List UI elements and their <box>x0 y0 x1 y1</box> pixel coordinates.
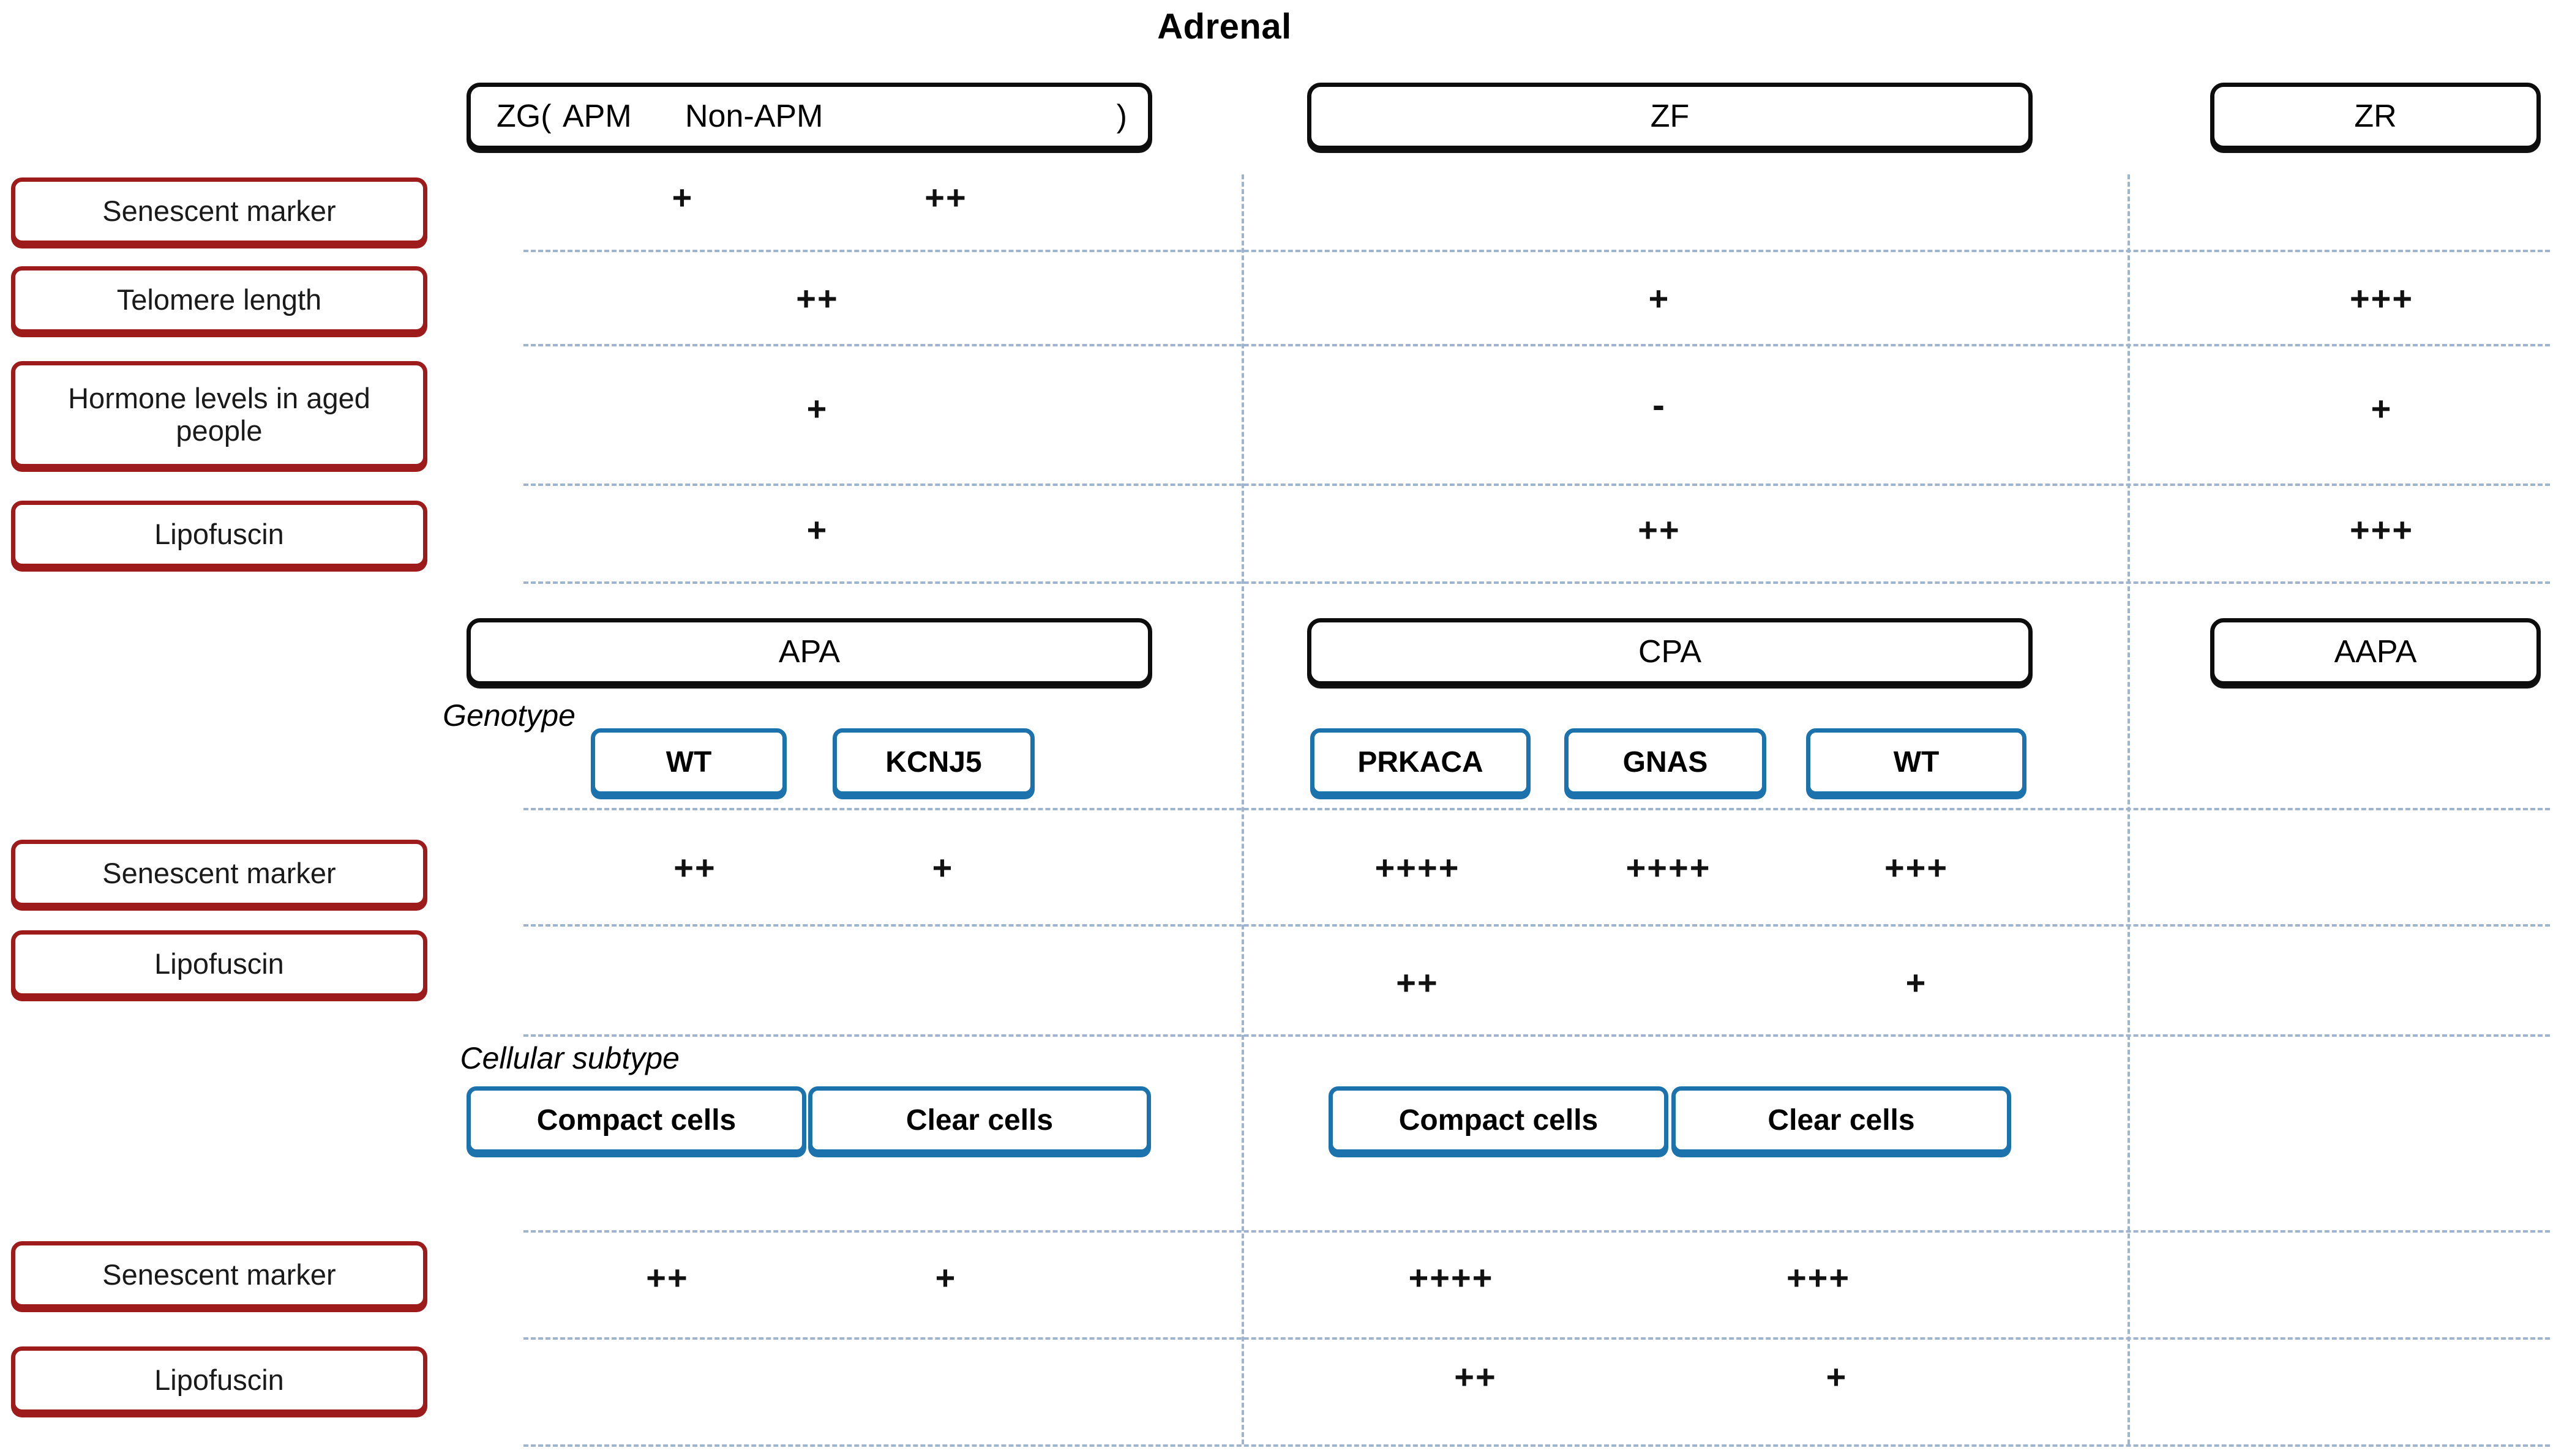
value-zone-senescent-zg-apm: + <box>672 178 694 217</box>
grid-hrule <box>523 581 2550 584</box>
value-geno-senescent-apa-kcnj5: + <box>932 848 954 887</box>
tumor-header-cpa[interactable]: CPA <box>1307 618 2033 685</box>
grid-hrule <box>523 808 2550 810</box>
grid-hrule <box>523 483 2550 486</box>
value-zone-hormone-zf: - <box>1652 384 1666 425</box>
caption-cellular-subtype: Cellular subtype <box>460 1041 680 1075</box>
genotype-box-cpa-wt[interactable]: WT <box>1806 728 2026 796</box>
zone-header-zg[interactable]: ZG( APM Non-APM ) <box>467 83 1152 150</box>
value-zone-lipofuscin-zf: ++ <box>1638 510 1681 549</box>
subtype-box-apa-clear-cells[interactable]: Clear cells <box>808 1086 1151 1154</box>
zone-header-zf[interactable]: ZF <box>1307 83 2033 150</box>
tumor-header-aapa[interactable]: AAPA <box>2210 618 2541 685</box>
grid-hrule <box>523 250 2550 252</box>
row-label-telomere-length[interactable]: Telomere length <box>11 266 427 334</box>
value-zone-lipofuscin-zg: + <box>806 510 828 549</box>
genotype-box-cpa-prkaca[interactable]: PRKACA <box>1310 728 1531 796</box>
subtype-box-apa-compact-cells[interactable]: Compact cells <box>467 1086 806 1154</box>
grid-hrule <box>523 1230 2550 1233</box>
subtype-box-cpa-compact-cells[interactable]: Compact cells <box>1329 1086 1668 1154</box>
genotype-box-apa-wt[interactable]: WT <box>591 728 787 796</box>
row-label-hormone-levels[interactable]: Hormone levels in aged people <box>11 361 427 468</box>
value-geno-senescent-cpa-prkaca: ++++ <box>1374 848 1460 887</box>
grid-hrule <box>523 344 2550 346</box>
value-zone-telomere-zg: ++ <box>796 279 839 318</box>
zg-label-lead: ZG( <box>497 99 552 134</box>
value-geno-senescent-apa-wt: ++ <box>673 848 716 887</box>
value-sub-lipofuscin-cpa-compact: ++ <box>1454 1357 1497 1396</box>
caption-genotype: Genotype <box>443 698 575 733</box>
zg-label-non-apm: Non-APM <box>685 99 823 134</box>
genotype-box-cpa-gnas[interactable]: GNAS <box>1564 728 1766 796</box>
zone-header-zr[interactable]: ZR <box>2210 83 2541 150</box>
value-sub-senescent-apa-compact: ++ <box>646 1258 689 1297</box>
value-geno-lipofuscin-cpa-prkaca: ++ <box>1396 963 1439 1002</box>
value-zone-hormone-zg: + <box>806 389 828 428</box>
value-geno-senescent-cpa-gnas: ++++ <box>1625 848 1711 887</box>
value-geno-lipofuscin-cpa-wt: + <box>1905 963 1927 1002</box>
zg-label-close: ) <box>1116 99 1127 134</box>
row-label-lipofuscin-zones[interactable]: Lipofuscin <box>11 501 427 568</box>
row-label-senescent-marker-zones[interactable]: Senescent marker <box>11 177 427 245</box>
value-zone-senescent-zg-non-apm: ++ <box>924 178 967 217</box>
page-title: Adrenal <box>1157 7 1292 47</box>
grid-hrule <box>523 1337 2550 1340</box>
value-sub-senescent-apa-clear: + <box>935 1258 957 1297</box>
value-sub-senescent-cpa-clear: +++ <box>1786 1258 1851 1297</box>
genotype-box-apa-kcnj5[interactable]: KCNJ5 <box>833 728 1035 796</box>
row-label-senescent-marker-subtype[interactable]: Senescent marker <box>11 1241 427 1309</box>
row-label-lipofuscin-genotype[interactable]: Lipofuscin <box>11 930 427 998</box>
grid-vrule <box>1242 174 1244 1444</box>
value-zone-lipofuscin-zr: +++ <box>2349 510 2414 549</box>
row-label-senescent-marker-genotype[interactable]: Senescent marker <box>11 840 427 907</box>
tumor-header-apa[interactable]: APA <box>467 618 1152 685</box>
zg-label-apm: APM <box>563 99 632 134</box>
value-geno-senescent-cpa-wt: +++ <box>1884 848 1949 887</box>
grid-vrule <box>2128 174 2130 1444</box>
value-sub-lipofuscin-cpa-clear: + <box>1826 1357 1848 1396</box>
value-zone-hormone-zr: + <box>2371 389 2393 428</box>
grid-hrule <box>523 924 2550 927</box>
grid-hrule <box>523 1444 2550 1447</box>
value-zone-telomere-zf: + <box>1648 279 1670 318</box>
row-label-lipofuscin-subtype[interactable]: Lipofuscin <box>11 1346 427 1414</box>
grid-hrule <box>523 1034 2550 1037</box>
subtype-box-cpa-clear-cells[interactable]: Clear cells <box>1671 1086 2011 1154</box>
value-zone-telomere-zr: +++ <box>2349 279 2414 318</box>
value-sub-senescent-cpa-compact: ++++ <box>1408 1258 1494 1297</box>
